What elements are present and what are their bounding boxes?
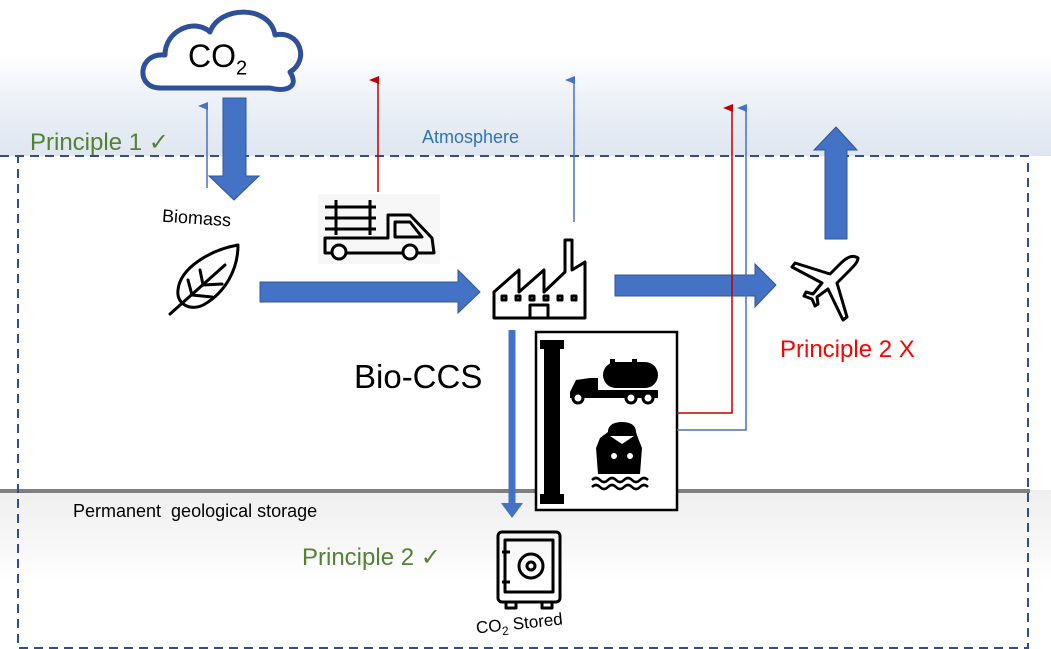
atmosphere-label: Atmosphere [422,127,520,147]
biomass-to-factory-arrow [259,268,481,315]
cloud-co2-label: CO2 [188,38,248,80]
check-icon: ✓ [148,129,169,156]
co2-uptake-arrow [207,97,261,201]
transport-box [534,330,679,512]
airplane-icon [790,254,860,322]
geological-band [0,490,1051,580]
tanker-emission-line [677,104,733,414]
cloud-icon [140,9,304,92]
leaf-icon [168,243,240,316]
permanent-storage-label: Permanent geological storage [73,501,318,521]
principle-2-fail-label: Principle 2 X [780,336,915,363]
principle-2-ok-label: Principle 2 ✓ [302,544,441,571]
pipeline-icon [540,340,564,504]
aviation-emission-arrow [812,126,859,240]
factory-icon [492,238,587,320]
ship-icon [591,422,649,491]
ship-emission-line [677,104,747,431]
bio-ccs-label: Bio-CCS [354,358,483,395]
factory-to-plane-arrow [614,262,777,309]
check-icon: ✓ [420,544,441,571]
system-boundary [0,155,1029,649]
bio-ccs-arrowhead [501,503,523,518]
logging-truck-icon [318,194,440,264]
safe-icon [496,530,562,610]
principle-1-label: Principle 1 ✓ [30,129,169,156]
tanker-truck-icon [570,359,658,405]
